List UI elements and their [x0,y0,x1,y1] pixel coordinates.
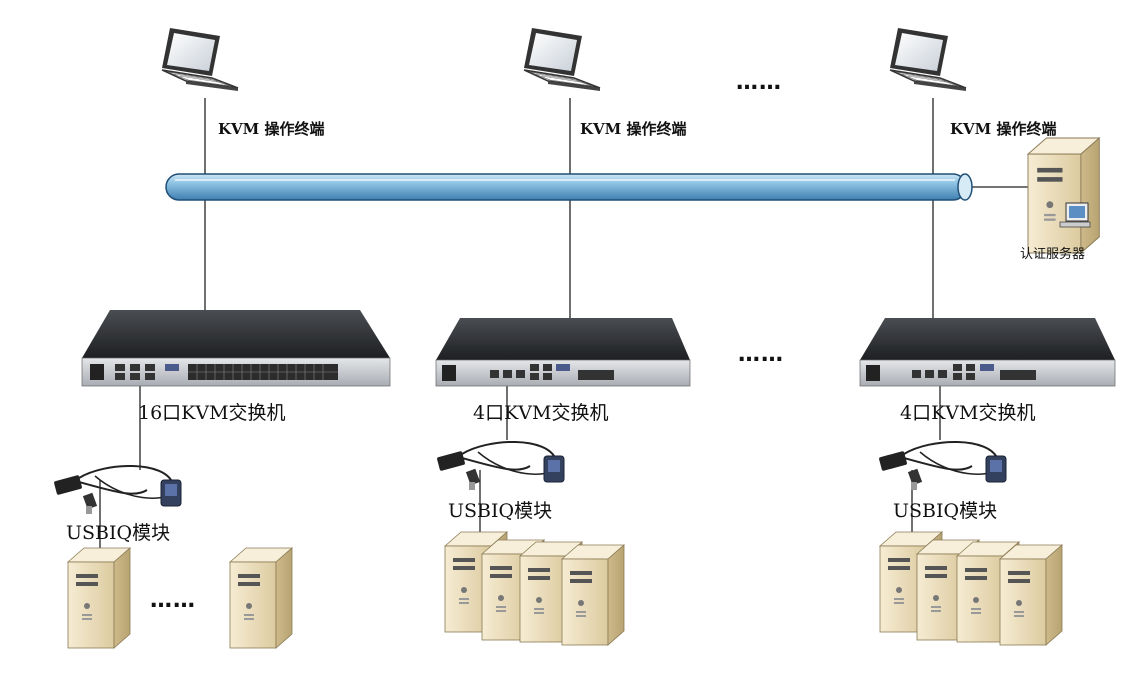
servers-ellipsis: …… [150,588,196,613]
terminals-ellipsis: …… [736,70,782,95]
switches-ellipsis: …… [738,342,784,367]
usb-vga-cable-icon [435,440,565,491]
switch-label: 16口KVM交换机 [138,402,286,424]
module-label: USBIQ模块 [66,522,171,544]
terminal-label: KVM 操作终端 [580,120,687,138]
module-label: USBIQ模块 [448,500,553,522]
server-group-3 [879,531,1063,646]
monitor-icon [1059,202,1091,228]
kvm-switch-16-port [81,310,391,387]
server-tower-icon [999,544,1063,646]
server-tower-icon [1027,137,1100,254]
module-label: USBIQ模块 [893,500,998,522]
server-tower-icon [561,544,625,646]
server-tower-icon [67,547,131,649]
laptop-icon [523,27,601,92]
kvm-switch-4-port [859,318,1116,387]
server-tower-icon [229,547,293,649]
auth-server-label: 认证服务器 [1020,247,1086,262]
terminal-label: KVM 操作终端 [950,120,1057,138]
switch-label: 4口KVM交换机 [473,402,609,424]
laptop-icon [161,27,239,92]
kvm-switch-4-port [435,318,691,387]
network-bus [165,173,973,201]
server-group-2 [444,531,625,646]
laptop-icon [889,27,967,92]
switch-label: 4口KVM交换机 [900,402,1036,424]
usb-vga-cable-icon [877,440,1007,491]
terminal-label: KVM 操作终端 [218,120,325,138]
usb-vga-cable-icon [52,464,183,515]
auth-server [1027,137,1100,254]
